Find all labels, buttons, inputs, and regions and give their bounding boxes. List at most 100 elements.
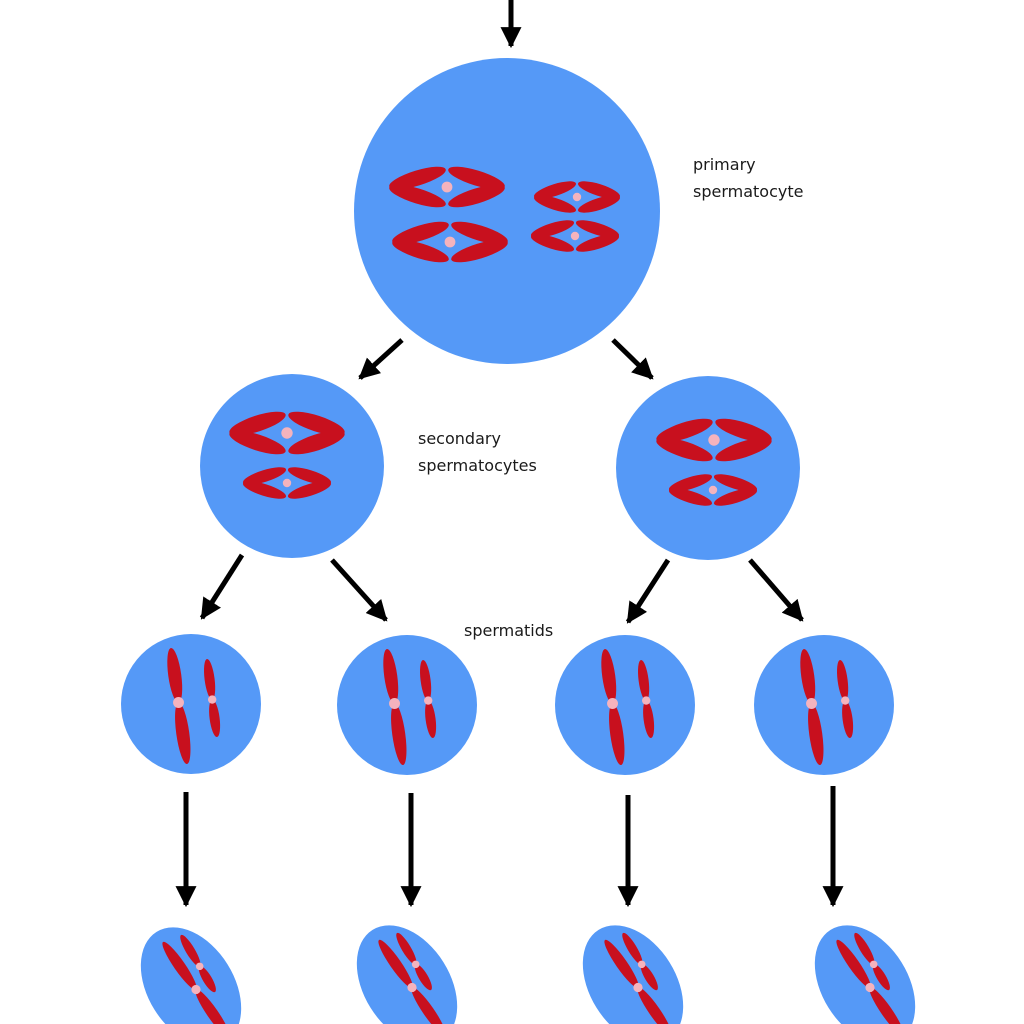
centromere [572, 192, 582, 202]
centromere [708, 485, 718, 495]
chromosome [229, 411, 345, 455]
centromere [642, 696, 651, 705]
chromatid [242, 467, 287, 485]
label-secondary-line2: spermatocytes [418, 456, 537, 475]
chromosome [854, 932, 890, 991]
sperm-head [582, 925, 684, 1024]
arrow [358, 338, 404, 380]
chromosome-arm [601, 648, 617, 704]
chromosome [162, 941, 230, 1024]
centromere [865, 982, 875, 993]
chromatid [287, 467, 332, 485]
chromosome-arm [837, 659, 849, 701]
chromosome-arm [643, 700, 655, 739]
chromosome-arm [391, 703, 407, 766]
centromere [389, 698, 400, 709]
chromosome-arm [414, 964, 432, 991]
chromosome [383, 648, 407, 766]
chromosome-arm [872, 964, 890, 991]
chromosome-arm [209, 699, 221, 738]
chromosome-arm [425, 700, 437, 739]
sperm-head [814, 925, 916, 1024]
sperm-head [356, 925, 458, 1024]
chromatid [451, 221, 508, 245]
chromosome [530, 220, 620, 252]
chromosome [167, 647, 191, 765]
chromatid [448, 184, 505, 208]
label-primary-line1: primary [693, 155, 756, 174]
chromosome-arm [198, 966, 216, 993]
centromere [407, 982, 417, 993]
chromosome-arm [640, 964, 658, 991]
arrow [199, 553, 245, 620]
centromere [637, 960, 646, 969]
chromatid [715, 437, 772, 462]
chromosome [800, 648, 824, 766]
chromatid [392, 221, 449, 245]
chromatid [533, 181, 577, 199]
chromosome [604, 939, 672, 1024]
chromosome [836, 939, 904, 1024]
sperm-head [140, 927, 242, 1024]
chromosome-arm [396, 932, 417, 965]
chromatid [575, 234, 620, 252]
cell [616, 376, 800, 560]
chromosome-arm [175, 702, 191, 765]
centromere [570, 231, 580, 241]
chromatid [668, 474, 713, 492]
chromosome [180, 934, 216, 993]
centromere [195, 962, 204, 971]
chromatid [229, 411, 286, 436]
chromosome-arm [637, 987, 672, 1024]
centromere [806, 698, 817, 709]
chromosome-arm [609, 703, 625, 766]
arrow [748, 558, 804, 622]
chromosome [638, 659, 655, 739]
chromatid [577, 195, 621, 213]
chromosome-arm [378, 939, 413, 988]
chromosome-arm [180, 934, 201, 967]
chromosome-arm [836, 939, 871, 988]
chromosome-arm [808, 703, 824, 766]
chromosome-arm [604, 939, 639, 988]
chromatid [668, 488, 713, 506]
chromatid [577, 181, 621, 199]
centromere [444, 236, 456, 248]
chromosome-arm [195, 989, 230, 1024]
chromatid [533, 195, 577, 213]
chromatid [288, 430, 345, 455]
cell [121, 634, 261, 774]
chromatid [656, 418, 713, 443]
centromere [281, 427, 293, 439]
cell [200, 374, 384, 558]
chromosome [389, 166, 505, 208]
chromosome-arm [383, 648, 399, 704]
chromosome-arm [204, 658, 216, 700]
centromere [708, 434, 720, 446]
chromatid [715, 418, 772, 443]
chromosome [396, 932, 432, 991]
chromosome [242, 467, 332, 499]
centromere [441, 181, 453, 193]
label-primary-line2: spermatocyte [693, 182, 804, 201]
centromere [411, 960, 420, 969]
centromere [173, 697, 184, 708]
centromere [841, 696, 850, 705]
chromosome-arm [869, 987, 904, 1024]
chromosome-arm [420, 659, 432, 701]
arrow [330, 558, 388, 622]
centromere [208, 695, 217, 704]
chromosome-arm [638, 659, 650, 701]
chromatid [575, 220, 620, 238]
chromosome [622, 932, 658, 991]
label-primary-spermatocyte: primary spermatocyte [693, 151, 803, 205]
chromosome-arm [622, 932, 643, 965]
centromere [633, 982, 643, 993]
arrow [611, 338, 654, 380]
cell [754, 635, 894, 775]
centromere [282, 478, 292, 488]
cell [354, 58, 660, 364]
chromosome-arm [162, 941, 197, 990]
chromatid [389, 166, 446, 190]
